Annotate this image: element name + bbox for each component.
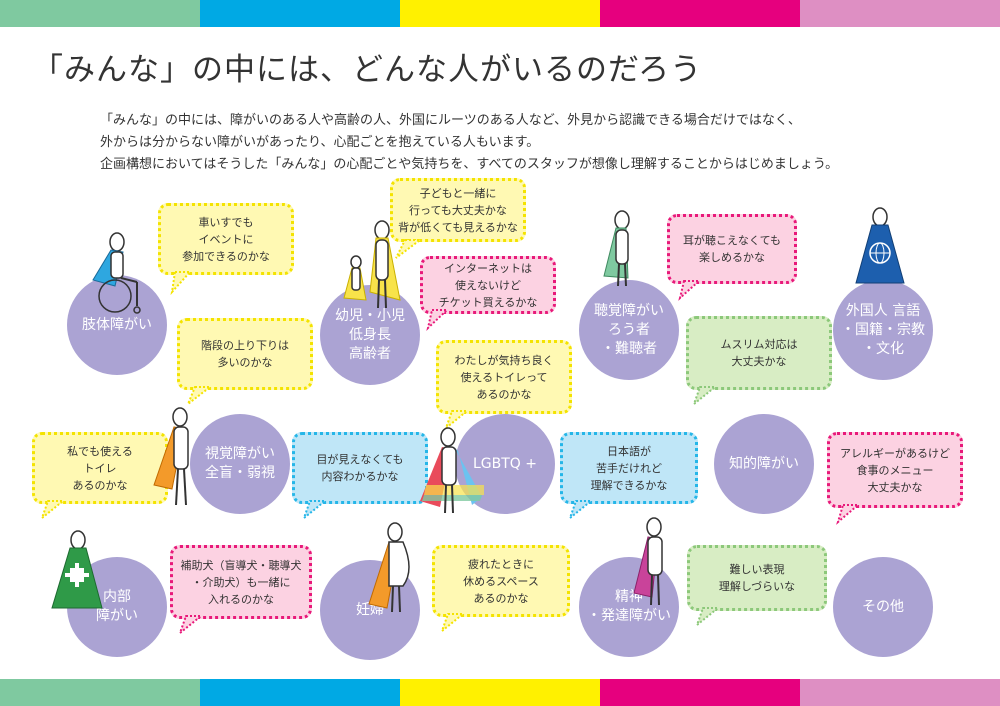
band-blue — [200, 679, 400, 706]
rainbow-figure-icon — [420, 427, 484, 514]
bubble-muslim: ムスリム対応は 大丈夫かな — [686, 316, 832, 390]
wheelchair-figure-icon — [92, 232, 141, 314]
band-magenta — [600, 679, 800, 706]
top-color-band — [0, 0, 1000, 27]
band-yellow — [400, 0, 600, 27]
circle-foreign: 外国人 言語 ・国籍・宗教 ・文化 — [833, 280, 933, 380]
bubble-kids: 子どもと一緒に 行っても大丈夫かな 背が低くても見えるかな — [390, 178, 526, 242]
circle-visual-disability: 視覚障がい 全盲・弱視 — [190, 414, 290, 514]
circle-mental-developmental: 精神 ・発達障がい — [579, 557, 679, 657]
mental-figure-icon — [633, 517, 663, 606]
band-magenta — [600, 0, 800, 27]
bottom-color-band — [0, 679, 1000, 706]
parent-child-figure-icon — [343, 220, 401, 309]
band-green — [0, 679, 200, 706]
pregnant-figure-icon — [368, 522, 410, 613]
band-pink — [800, 0, 1000, 27]
page-title: 「みんな」の中には、どんな人がいるのだろう — [32, 52, 703, 88]
bubble-toilet-me: 私でも使える トイレ あるのかな — [32, 432, 168, 504]
band-blue — [200, 0, 400, 27]
intro-line: 企画構想においてはそうした「みんな」の心配ごとや気持ちを、すべてのスタッフが想像… — [100, 157, 839, 172]
bubble-internet: インターネットは 使えないけど チケット買えるかな — [420, 256, 556, 314]
bubble-stairs: 階段の上り下りは 多いのかな — [177, 318, 313, 390]
band-pink — [800, 679, 1000, 706]
bubble-rest: 疲れたときに 休めるスペース あるのかな — [432, 545, 570, 617]
bubble-assist-dog: 補助犬（盲導犬・聴導犬 ・介助犬）も一緒に 入れるのかな — [170, 545, 312, 619]
visual-figure-icon — [153, 407, 189, 506]
bubble-difficult: 難しい表現 理解しづらいな — [687, 545, 827, 611]
intro-line: 「みんな」の中には、障がいのある人や高齢の人、外国にルーツのある人など、外見から… — [100, 113, 801, 128]
bubble-japanese: 日本語が 苦手だけれど 理解できるかな — [560, 432, 698, 504]
band-yellow — [400, 679, 600, 706]
circle-other: その他 — [833, 557, 933, 657]
circle-children-elderly: 幼児・小児 低身長 高齢者 — [320, 285, 420, 385]
tail-wheelchair — [170, 271, 193, 296]
bubble-ear: 耳が聴こえなくても 楽しめるかな — [667, 214, 797, 284]
band-green — [0, 0, 200, 27]
circle-physical-disability: 肢体障がい — [67, 275, 167, 375]
globe-figure-icon — [855, 207, 905, 284]
hearing-figure-icon — [603, 210, 630, 287]
intro-text: 「みんな」の中には、障がいのある人や高齢の人、外国にルーツのある人など、外見から… — [100, 110, 940, 176]
circle-intellectual-disability: 知的障がい — [714, 414, 814, 514]
intro-line: 外からは分からない障がいがあったり、心配ごとを抱えている人もいます。 — [100, 135, 540, 150]
bubble-toilet-lgbt: わたしが気持ち良く 使えるトイレって あるのかな — [436, 340, 572, 414]
bubble-allergy: アレルギーがあるけど 食事のメニュー 大丈夫かな — [827, 432, 963, 508]
bubble-eyes: 目が見えなくても 内容わかるかな — [292, 432, 428, 504]
internal-figure-icon — [51, 530, 103, 609]
circle-hearing-disability: 聴覚障がい ろう者 ・難聴者 — [579, 280, 679, 380]
bubble-wheelchair: 車いすでも イベントに 参加できるのかな — [158, 203, 294, 275]
